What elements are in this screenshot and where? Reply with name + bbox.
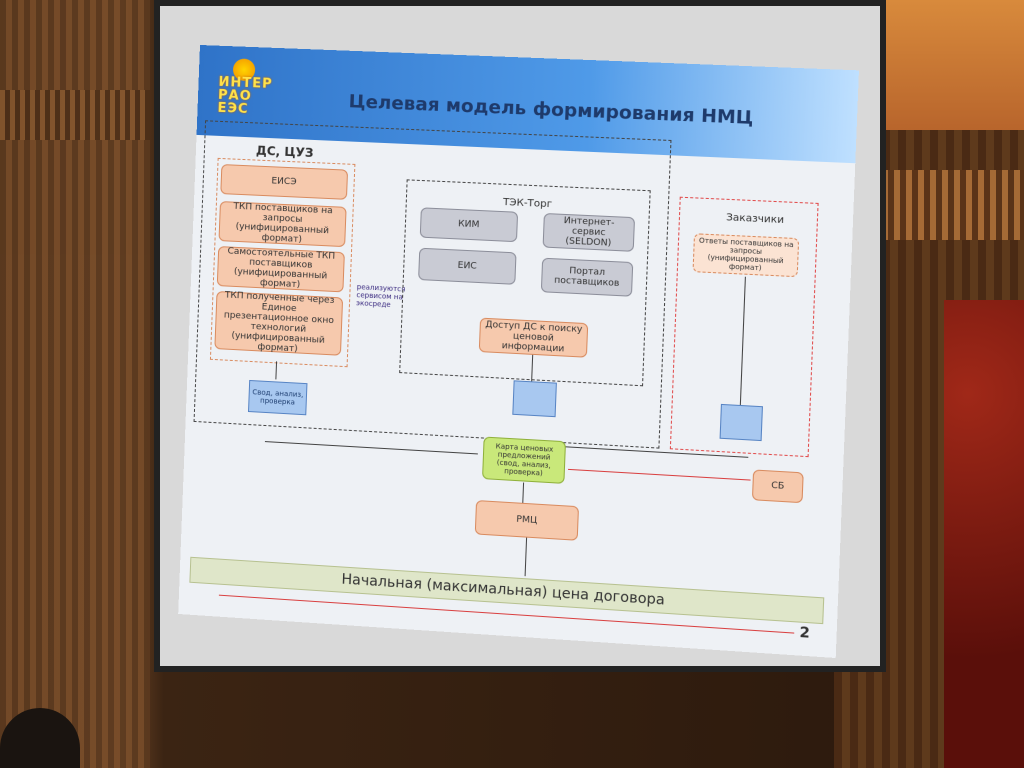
left-to-center-arrow — [265, 441, 478, 454]
rmc-box: РМЦ — [475, 500, 579, 541]
center-to-sb-arrow — [568, 469, 751, 481]
supplier-portal-box: Портал поставщиков — [541, 258, 633, 297]
kim-box: КИМ — [420, 207, 518, 242]
presentation-slide: ИНТЕР РАО ЕЭС Целевая модель формировани… — [178, 45, 859, 658]
tkp-window-box: ТКП полученные через Единое презентацион… — [214, 291, 343, 356]
eise-box: ЕИСЭ — [220, 164, 348, 200]
logo-text: ИНТЕР РАО ЕЭС — [217, 76, 283, 118]
rmc-arrow-down — [525, 538, 528, 577]
left-region-label: ДС, ЦУЗ — [256, 144, 314, 161]
sb-box: СБ — [752, 469, 804, 503]
price-map-box: Карта ценовых предложений (свод, анализ,… — [482, 437, 566, 484]
left-column — [0, 0, 150, 768]
right-doc-stack — [720, 404, 763, 441]
damask-wall-panel — [944, 300, 1024, 768]
seldon-box: Интернет-сервис (SELDON) — [543, 213, 636, 252]
middle-region-label: ТЭК-Торг — [503, 197, 552, 210]
center-arrow-down — [522, 482, 524, 502]
left-doc-stack: Свод, анализ, проверка — [248, 380, 308, 415]
right-answers-box: Ответы поставщиков на запросы (унифициро… — [692, 233, 799, 277]
tkp-requests-box: ТКП поставщиков на запросы (унифицирован… — [218, 201, 346, 247]
company-logo: ИНТЕР РАО ЕЭС — [211, 56, 283, 115]
access-box: Доступ ДС к поиску ценовой информации — [479, 318, 589, 358]
tkp-independent-box: Самостоятельные ТКП поставщиков (унифици… — [217, 246, 345, 292]
page-number: 2 — [799, 625, 810, 642]
eis-box: ЕИС — [418, 248, 517, 285]
middle-doc-stack — [512, 380, 557, 417]
